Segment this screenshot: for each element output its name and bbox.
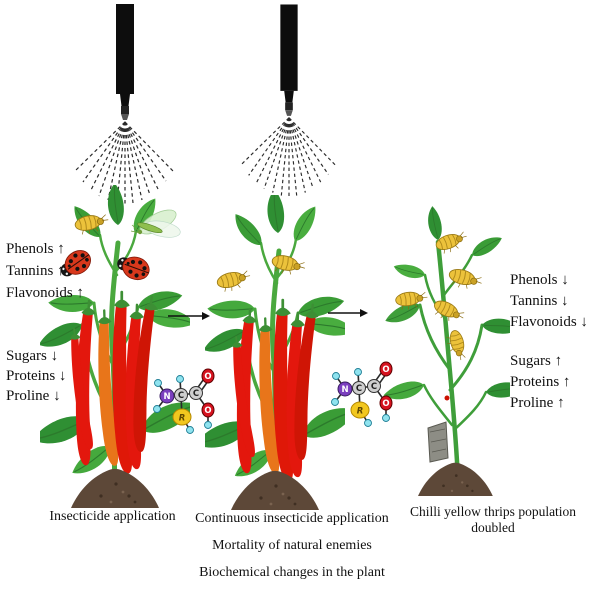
spray-mist-icon	[240, 117, 336, 198]
biochem-label: Flavonoids ↓	[510, 314, 588, 330]
biochem-label: Flavonoids ↑	[6, 285, 84, 301]
biochem-label: Phenols ↑	[6, 241, 65, 257]
chilli-plant-1-illustration	[40, 185, 190, 508]
red-chillies	[67, 290, 161, 474]
sprayer-1-icon	[74, 4, 174, 205]
stem-red-spot	[444, 395, 450, 401]
biochem-label: Sugars ↑	[510, 353, 563, 369]
thrips-icon	[215, 267, 254, 295]
biochem-label: Sugars ↓	[6, 348, 59, 364]
stage2-captions: Continuous insecticide application Morta…	[182, 505, 402, 586]
thrips-icon	[429, 297, 467, 328]
caption-line: Continuous insecticide application	[195, 511, 389, 526]
biochem-label: Phenols ↓	[510, 272, 569, 288]
stage3-caption: Chilli yellow thrips population doubled	[409, 504, 577, 535]
sprayer-2-icon	[240, 4, 336, 198]
caption-line: Mortality of natural enemies	[212, 538, 372, 553]
soil-mound-icon	[418, 462, 493, 496]
amino-acid-molecule-icon	[330, 361, 393, 428]
red-chillies	[229, 298, 322, 482]
biochem-label: Proline ↓	[6, 388, 61, 404]
biochem-label: Proteins ↑	[510, 374, 571, 390]
soil-mound-icon	[71, 468, 159, 508]
caption-line: Biochemical changes in the plant	[199, 565, 385, 580]
arrow-right-icon	[168, 312, 210, 320]
amino-acid-molecule-icon	[152, 368, 215, 435]
chilli-plant-2-illustration	[205, 195, 345, 510]
bark-texture	[429, 428, 447, 453]
stage3-metabolites-down: Phenols ↓ Tannins ↓ Flavonoids ↓	[510, 270, 588, 333]
biochem-label: Tannins ↓	[510, 293, 569, 309]
biochem-label: Proteins ↓	[6, 368, 67, 384]
stage1-metabolites-down: Sugars ↓ Proteins ↓ Proline ↓	[6, 346, 66, 406]
biochem-label: Proline ↑	[510, 395, 565, 411]
arrow-right-icon	[328, 309, 368, 317]
stage1-metabolites-up: Phenols ↑ Tannins ↑ Flavonoids ↑	[6, 238, 84, 304]
ladybug-icon	[113, 250, 153, 284]
biochem-label: Tannins ↑	[6, 263, 65, 279]
thrips-icon	[446, 266, 485, 294]
chilli-plant-3-illustration	[381, 205, 510, 496]
lacewing-icon	[130, 209, 181, 238]
stage3-metabolites-up: Sugars ↑ Proteins ↑ Proline ↑	[510, 351, 570, 414]
plant-stems	[418, 239, 488, 483]
stage1-caption: Insecticide application	[49, 509, 176, 524]
